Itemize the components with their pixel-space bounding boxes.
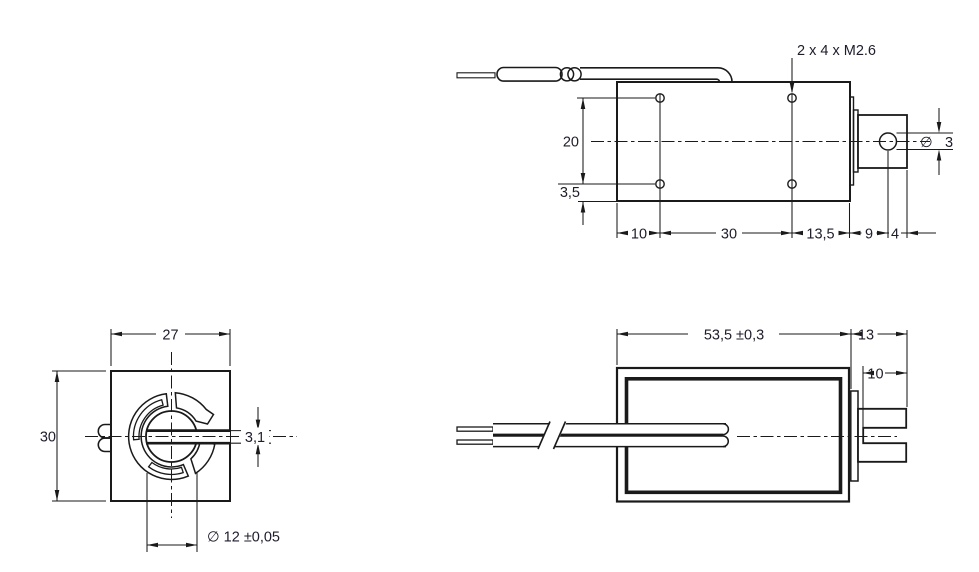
wire-pin-1 — [456, 426, 494, 432]
dim-label-3-1: 3,1 — [245, 430, 265, 446]
label-mask — [627, 226, 651, 241]
arrowhead — [851, 331, 862, 337]
arrowhead — [660, 230, 671, 236]
wire-terminal-2 — [97, 437, 111, 453]
arrowhead — [781, 230, 792, 236]
dim-label-53-5: 53,5 ±0,3 — [704, 328, 764, 344]
label-mask — [241, 427, 269, 445]
arrowhead — [649, 230, 660, 236]
dim-label-13-5: 13,5 — [806, 227, 834, 243]
break-slash-2 — [552, 421, 567, 450]
arrowhead — [54, 490, 60, 501]
dim-label-dia3: 3 — [945, 135, 953, 151]
wire-joint-ring-2 — [567, 66, 582, 82]
arrowhead — [111, 331, 122, 337]
arrowhead — [863, 370, 874, 376]
dim-label-3-5: 3,5 — [560, 185, 580, 201]
arrowhead — [580, 98, 586, 109]
wire-terminal-1 — [97, 423, 111, 439]
arrowhead — [877, 230, 888, 236]
arrowhead — [617, 331, 628, 337]
plunger-fork-side-view — [857, 407, 908, 463]
front-view: 27 30 3,1 ∅ 12 ±0,05 — [40, 327, 297, 552]
arrowhead — [936, 122, 942, 133]
arrowhead — [896, 331, 907, 337]
mounting-hole-4 — [787, 179, 797, 189]
wire-sleeve — [496, 66, 563, 82]
thread-note: 2 x 4 x M2.6 — [797, 43, 876, 59]
arrowhead — [255, 443, 261, 455]
clip-slot-upper — [132, 399, 164, 441]
break-slash-1 — [537, 421, 551, 450]
label-mask — [889, 226, 901, 241]
wire-tube-outer — [580, 67, 733, 82]
wire-joint-ring-1 — [559, 66, 575, 82]
dim-label-9: 9 — [865, 227, 873, 243]
label-mask — [866, 366, 885, 380]
arrowhead — [219, 331, 230, 337]
clip-tab-lower — [190, 440, 216, 475]
arrowhead — [580, 201, 586, 213]
arrowhead — [186, 542, 197, 548]
break-mask — [538, 421, 567, 449]
arrowhead — [838, 230, 850, 236]
dim-label-4: 4 — [891, 227, 899, 243]
wire-end-cap-1 — [722, 423, 730, 436]
arrowhead — [255, 419, 261, 431]
clip-tab-upper — [174, 391, 215, 425]
label-mask — [688, 327, 779, 342]
wire-end-cap-2 — [722, 435, 729, 448]
mounting-hole-3 — [655, 179, 665, 189]
dim-label-10: 10 — [631, 227, 647, 243]
label-mask — [854, 327, 878, 342]
arrowhead — [54, 371, 60, 382]
label-mask — [716, 226, 742, 241]
arrowhead — [896, 370, 907, 376]
dim-label-13: 13 — [858, 328, 874, 344]
dim-label-20: 20 — [563, 135, 579, 151]
arrowhead — [907, 230, 918, 236]
mounting-hole-2 — [787, 93, 797, 103]
arrowhead — [147, 542, 158, 548]
arrowhead — [936, 149, 942, 161]
dim-label-10-side: 10 — [867, 367, 883, 383]
label-mask — [797, 226, 844, 241]
arrowhead — [789, 82, 795, 94]
dia-symbol: ∅ — [920, 135, 933, 151]
arrowhead — [617, 230, 628, 236]
dim-label-30: 30 — [40, 430, 56, 446]
arrowhead — [840, 331, 851, 337]
dim-label-30: 30 — [721, 227, 737, 243]
mounting-hole-1 — [655, 93, 665, 103]
label-mask — [156, 327, 185, 342]
dim-label-27: 27 — [162, 328, 178, 344]
arrowhead — [792, 230, 803, 236]
arrowhead — [580, 173, 586, 184]
arrowhead — [849, 230, 861, 236]
wire-pin-2 — [456, 439, 494, 445]
dim-label-dia12: ∅ 12 ±0,05 — [207, 530, 280, 546]
top-view: 20 3,5 2 x 4 x M2.6 ∅ 3 10 — [456, 43, 953, 243]
side-view: 53,5 ±0,3 13 10 — [456, 327, 908, 503]
label-mask — [861, 226, 877, 241]
clip-slot-lower — [147, 461, 185, 476]
wire-pin-top-view — [456, 72, 496, 79]
